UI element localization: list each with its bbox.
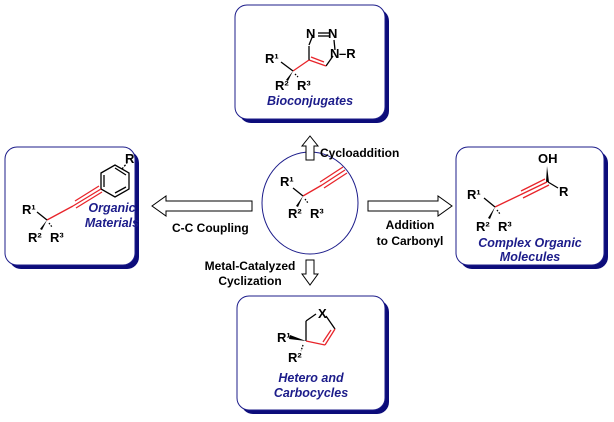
substituent-r: –R	[339, 46, 356, 61]
complex-molecules-caption-line1: Complex Organic	[478, 236, 582, 250]
complex-molecules-box: OH R R¹ R² R³ Complex Organic Molecules	[455, 146, 608, 269]
arrow-down-icon	[301, 259, 319, 286]
substituent-r2: R²	[288, 350, 302, 365]
substituent-r1: R¹	[467, 187, 481, 202]
aryl-alkyne-structure: R R¹ R² R³	[22, 151, 135, 245]
label-cycloaddition: Cycloaddition	[320, 146, 399, 160]
substituent-r3: R³	[498, 219, 512, 234]
substituent-r1: R¹	[265, 51, 279, 66]
bioconjugates-caption: Bioconjugates	[267, 94, 353, 108]
substituent-r2: R²	[275, 78, 289, 93]
substituent-r3: R³	[310, 206, 324, 221]
atom-n: N	[328, 26, 337, 41]
propargyl-alcohol-structure: OH R R¹ R² R³	[467, 151, 569, 234]
substituent-r3: R³	[50, 230, 64, 245]
label-to-carbonyl: to Carbonyl	[377, 234, 444, 248]
atom-n: N	[330, 46, 339, 61]
substituent-r3: R³	[297, 78, 311, 93]
arrow-right-icon	[367, 195, 453, 217]
heterocycles-box: X R¹ R² Hetero and Carbocycles	[236, 295, 389, 414]
organic-materials-caption-line1: Organic	[88, 201, 135, 215]
substituent-r1: R¹	[280, 174, 294, 189]
label-cc-coupling: C-C Coupling	[172, 221, 249, 235]
complex-molecules-caption-line2: Molecules	[500, 250, 560, 264]
central-alkyne: R¹ R² R³	[261, 151, 359, 255]
organic-materials-box: R R¹ R² R³ Organic Materials	[4, 146, 139, 269]
substituent-r2: R²	[28, 230, 42, 245]
label-metal-catalyzed: Metal-Catalyzed	[205, 259, 296, 273]
arrow-up-icon	[300, 135, 320, 161]
heterocycles-caption-line2: Carbocycles	[274, 386, 348, 400]
substituent-r1: R¹	[277, 330, 291, 345]
triazole-structure: N N N –R R¹ R² R³	[265, 26, 356, 93]
substituent-r2: R²	[476, 219, 490, 234]
heteroatom-x: X	[318, 306, 327, 321]
substituent-r: R	[559, 184, 569, 199]
substituent-r: R	[125, 151, 135, 166]
label-cyclization: Cyclization	[218, 274, 281, 288]
hydroxyl-oh: OH	[538, 151, 558, 166]
substituent-r1: R¹	[22, 202, 36, 217]
arrow-left-icon	[151, 195, 253, 217]
heterocycles-caption-line1: Hetero and	[278, 371, 344, 385]
substituent-r2: R²	[288, 206, 302, 221]
cyclopentene-structure: X R¹ R²	[277, 306, 336, 365]
organic-materials-caption-line2: Materials	[85, 216, 139, 230]
label-addition: Addition	[386, 218, 435, 232]
atom-n: N	[306, 26, 315, 41]
bioconjugates-box: N N N –R R¹ R² R³ Bioconjugates	[234, 4, 389, 123]
